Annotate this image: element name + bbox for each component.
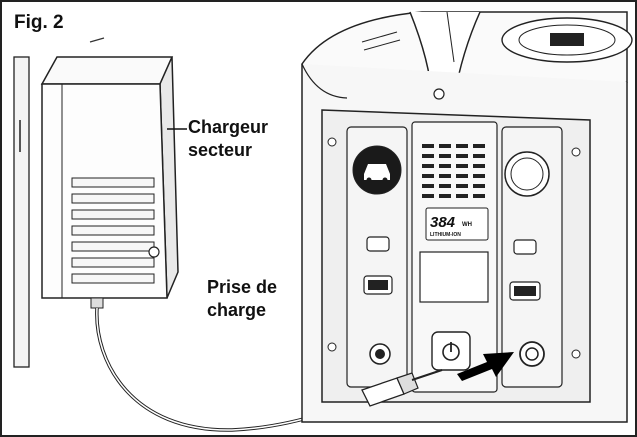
charger-callout: Chargeur secteur	[188, 116, 268, 162]
charger-prong	[89, 37, 105, 43]
wall-plate	[13, 56, 30, 368]
charger-callout-line2: secteur	[188, 140, 253, 160]
charger-plug	[361, 369, 443, 407]
port-callout: Prise de charge	[207, 276, 277, 322]
power-station: 384 WH LITHIUM-ION	[301, 11, 633, 423]
ac-charger	[40, 56, 179, 309]
capacity-unit: WH	[462, 222, 472, 228]
charger-callout-line1: Chargeur	[188, 117, 269, 137]
figure-label: Fig. 2	[14, 12, 64, 33]
insertion-arrow	[457, 352, 514, 381]
chemistry-label: LITHIUM-ION	[430, 232, 461, 238]
port-callout-line1: Prise de	[207, 277, 278, 297]
port-callout-line2: charge	[207, 300, 267, 320]
capacity-value: 384	[430, 214, 456, 231]
